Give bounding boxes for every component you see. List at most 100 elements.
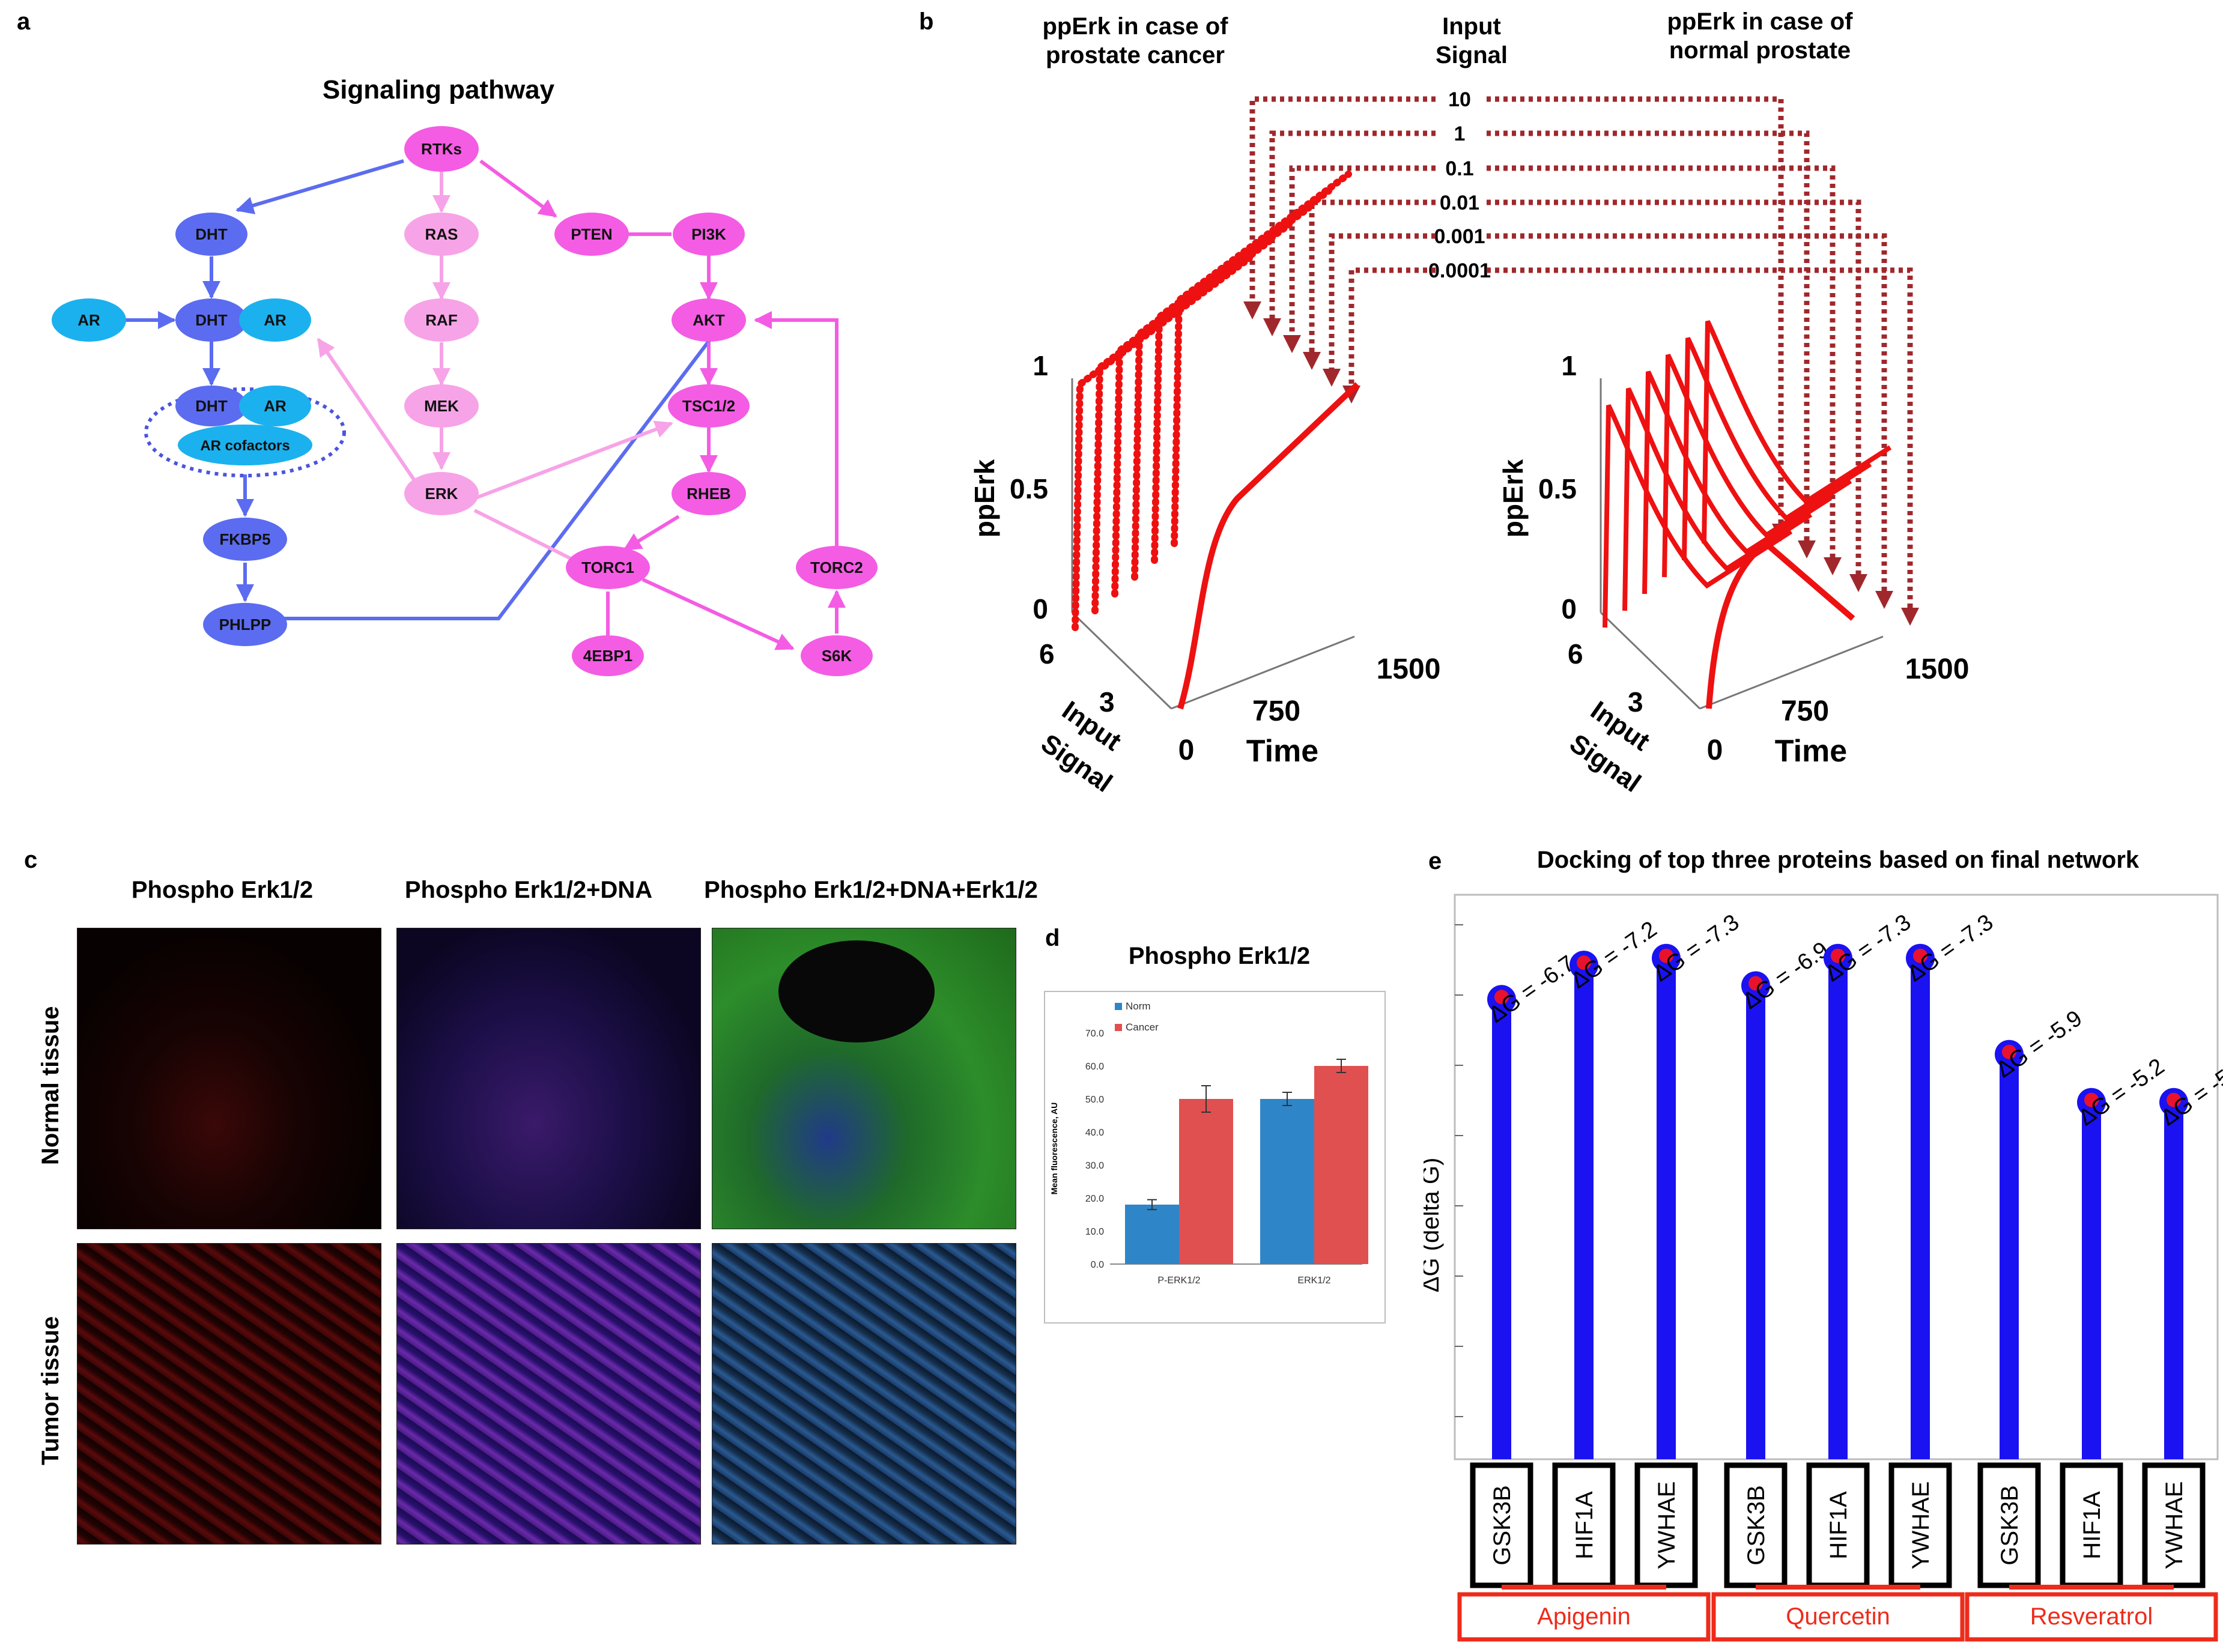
ppErk-response-plots: 1010.10.010.0010.000110.50ppErk63InputSi… [969, 88, 1969, 798]
docking-head-core-1 [1577, 955, 1591, 970]
node-label-torc1: TORC1 [581, 558, 634, 576]
arrowhead-normal-3 [1849, 574, 1867, 592]
node-label-erk: ERK [425, 485, 458, 503]
node-label-s6k: S6K [822, 647, 852, 665]
node-torc1 [566, 546, 650, 589]
gene-label-3: GSK3B [1743, 1485, 1770, 1565]
node-erk [404, 472, 479, 515]
arrow-cancer-0 [1249, 96, 1436, 306]
edge-erk-torc1 [473, 509, 578, 563]
gene-box-8 [2142, 1462, 2206, 1588]
col-label-phospho-dna: Phospho Erk1/2+DNA [404, 877, 653, 903]
edge-rtks-dht [235, 159, 404, 214]
node-label-pi3k: PI3K [691, 225, 726, 243]
bar-category-0: P-ERK1/2 [1157, 1275, 1200, 1286]
bar-ytick-7: 70.0 [1085, 1029, 1104, 1039]
cancer-front-edge [1177, 382, 1360, 710]
gene-label-0: GSK3B [1489, 1485, 1515, 1565]
docking-head-core-3 [1748, 976, 1763, 991]
panel-label-a: a [17, 8, 31, 35]
bar-chart-title: Phospho Erk1/2 [1128, 943, 1311, 969]
input-level-4: 0.001 [1434, 225, 1485, 248]
arrow-normal-3 [1487, 199, 1861, 579]
depth-tick-3: 3 [1099, 686, 1115, 718]
ytick-0: 0 [1561, 593, 1577, 625]
gene-box-3 [1724, 1462, 1788, 1588]
label-normal-line1: ppErk in case of [1667, 8, 1853, 35]
node-label-torc2: TORC2 [810, 558, 863, 576]
node-fkbp5 [203, 518, 287, 561]
micrograph-tumor-phospho-dna [396, 1243, 701, 1545]
node-ar3 [239, 386, 311, 426]
label-cancer-line1: ppErk in case of [1042, 13, 1228, 40]
node-ras [404, 213, 479, 256]
xtick-750: 750 [1781, 695, 1829, 727]
node-ar2 [239, 298, 311, 342]
ytick-1: 1 [1033, 350, 1048, 381]
ytick-05: 0.5 [1010, 473, 1048, 504]
bar-ytick-0: 0.0 [1091, 1260, 1104, 1270]
bar-cancer-1 [1314, 1066, 1368, 1264]
edge-torc2-akt [754, 311, 839, 546]
docking-head-core-0 [1494, 990, 1509, 1005]
docking-head-core-8 [2167, 1092, 2181, 1107]
group-box-1 [1711, 1592, 1965, 1642]
cancer-curve-line-5 [1172, 172, 1350, 544]
normal-front-edge [1706, 539, 1855, 709]
gene-box-4 [1806, 1462, 1870, 1588]
bar-cancer-0 [1179, 1099, 1233, 1264]
bar-ytick-3: 30.0 [1085, 1161, 1104, 1171]
gene-label-5: YWHAE [1908, 1481, 1934, 1570]
ylabel: ppErk [969, 459, 1000, 537]
node-s6k [801, 635, 873, 676]
node-label-raf: RAF [425, 311, 457, 329]
node-label-arcof: AR cofactors [200, 438, 290, 454]
docking-ylabel: ΔG (delta G) [1424, 1158, 1444, 1293]
node-label-ar1: AR [77, 311, 100, 329]
arrowhead-cancer-1 [1263, 318, 1281, 336]
node-arcof [178, 425, 312, 465]
legend-label-cancer: Cancer [1126, 1021, 1159, 1033]
node-rtks [404, 126, 479, 172]
cancer-curve-5 [1171, 171, 1352, 547]
docking-head-core-5 [1913, 948, 1927, 963]
arrowhead-cancer-2 [1283, 335, 1301, 353]
row-label-normal: Normal tissue [37, 1006, 64, 1165]
depth-tick-3: 3 [1628, 686, 1643, 718]
depth-tick-6: 6 [1039, 638, 1055, 670]
node-label-mek: MEK [424, 397, 459, 415]
bar-category-1: ERK1/2 [1297, 1275, 1330, 1286]
ytick-05: 0.5 [1538, 473, 1577, 504]
legend-swatch-cancer [1115, 1024, 1122, 1031]
xtick-750: 750 [1252, 695, 1300, 727]
ytick-0: 0 [1033, 593, 1048, 625]
edge-phlpp-akt [282, 332, 717, 620]
micrograph-normal-phospho-dna [396, 928, 701, 1229]
micrograph-tumor-phospho-dna-erk [712, 1243, 1016, 1545]
arrowhead-cancer-0 [1243, 301, 1261, 319]
group-box-2 [1965, 1592, 2218, 1642]
depth-tick-6: 6 [1568, 638, 1583, 670]
node-label-rheb: RHEB [687, 485, 731, 503]
node-label-ras: RAS [425, 225, 458, 243]
normal-curve-4 [1682, 337, 1872, 561]
node-label-dht: DHT [195, 225, 228, 243]
node-ar1 [52, 298, 126, 342]
ar-complex-ring [144, 387, 346, 477]
gene-label-7: HIF1A [2079, 1491, 2105, 1560]
arrowhead-cancer-3 [1303, 352, 1321, 370]
docking-head-core-7 [2084, 1092, 2099, 1107]
group-label-1: Quercetin [1786, 1603, 1890, 1630]
arrow-cancer-1 [1269, 130, 1436, 323]
input-level-1: 1 [1454, 123, 1466, 145]
arrow-cancer-5 [1348, 267, 1436, 390]
input-level-0: 10 [1448, 88, 1471, 111]
lumen-dark-region [778, 940, 935, 1042]
xlabel: Time [1246, 734, 1318, 769]
micrograph-tumor-phospho [77, 1243, 381, 1545]
node-label-phlpp: PHLPP [219, 616, 271, 634]
ytick-1: 1 [1561, 350, 1577, 381]
gene-label-6: GSK3B [1997, 1485, 2023, 1565]
gene-box-6 [1977, 1462, 2041, 1588]
